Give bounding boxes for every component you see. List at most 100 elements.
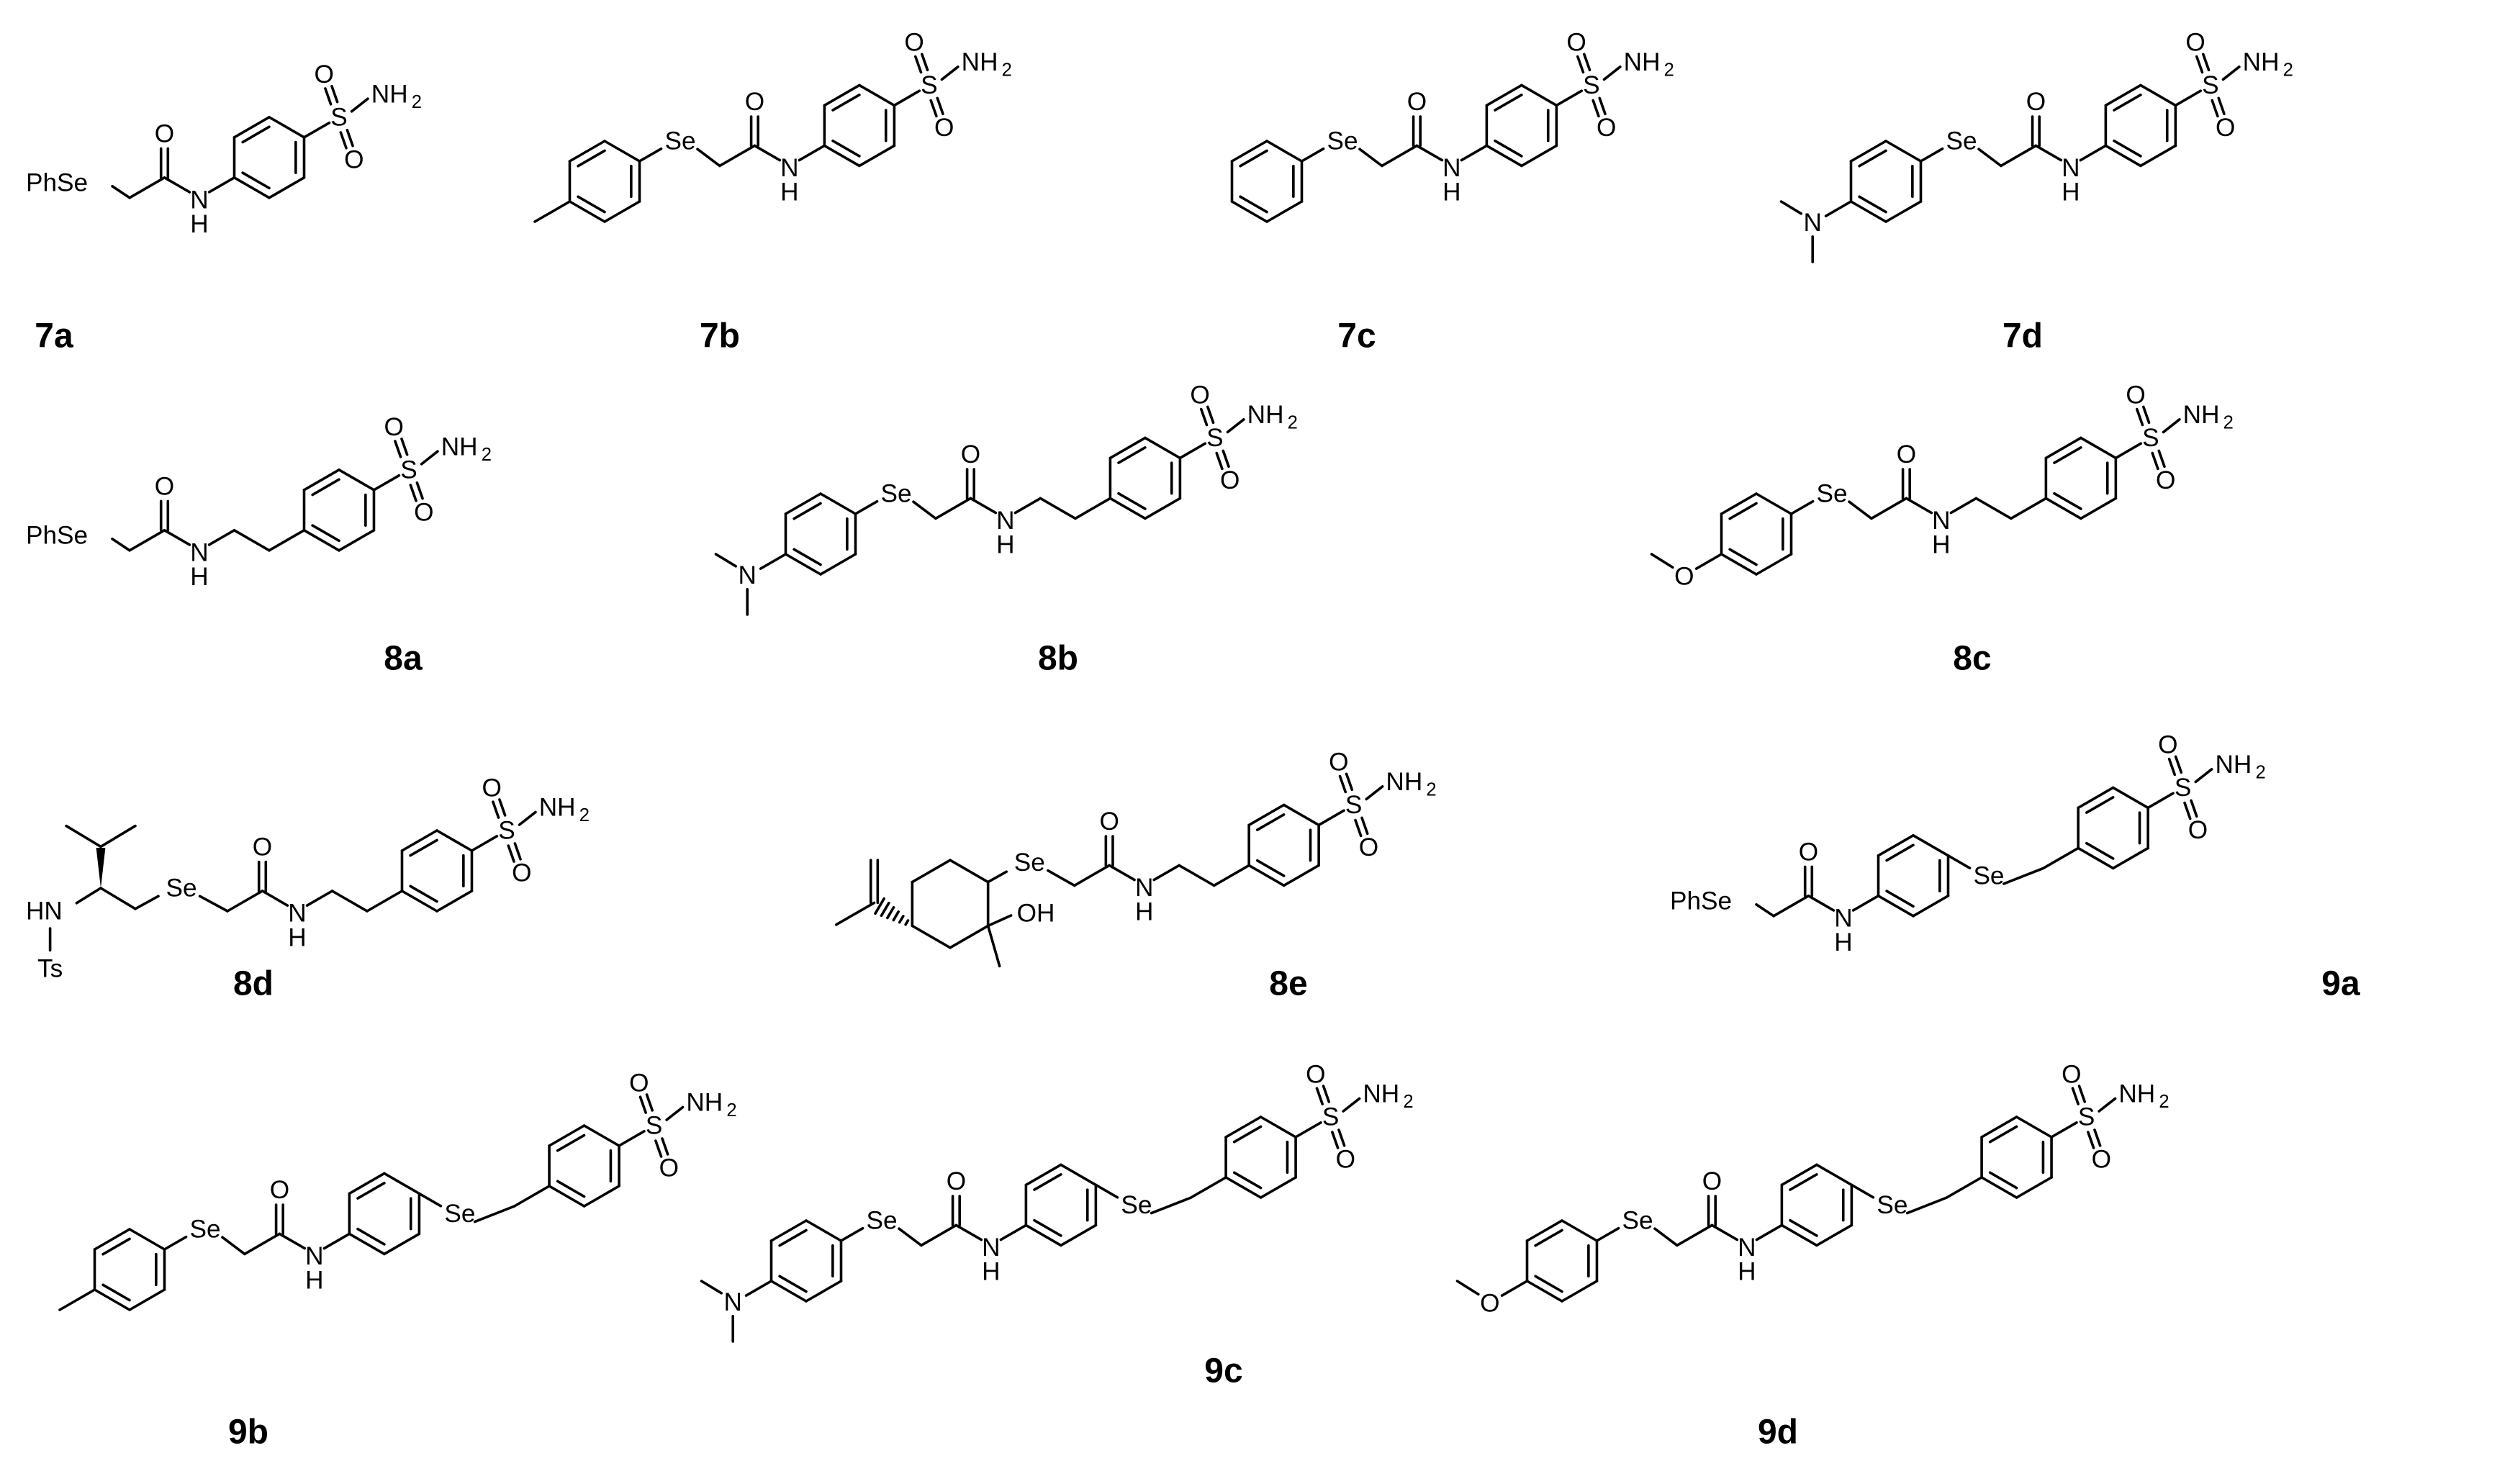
ring-double-bond (1858, 195, 1887, 214)
ring-bond (348, 1232, 386, 1256)
ring-double-bond (2053, 492, 2082, 510)
bond (302, 121, 331, 139)
sulfonyl-double-bond (2183, 801, 2192, 820)
sulfur-atom: S (2175, 774, 2191, 802)
bond (2221, 65, 2241, 81)
ring-bond (1815, 1163, 1853, 1187)
sulfur-atom: S (646, 1112, 662, 1140)
amine-nh: NH (371, 80, 408, 108)
bond (1074, 497, 1112, 520)
carbonyl-oxygen: O (1799, 838, 1818, 867)
ring-bond (268, 116, 306, 139)
amide-hydrogen: H (190, 563, 208, 591)
ring-bond (1884, 200, 1923, 223)
bond (1094, 1183, 1119, 1199)
amine-nh: NH (1247, 401, 1284, 429)
bond (99, 887, 137, 910)
ring-bond (1912, 834, 1950, 857)
sulfonyl-double-bond (2211, 99, 2219, 118)
ring-double-bond (2113, 94, 2142, 112)
benzene-ring (232, 116, 306, 199)
bond (1653, 1227, 1679, 1247)
bond (934, 497, 972, 520)
compound-label-8a: 8a (384, 640, 423, 678)
selenium-atom: Se (189, 1216, 220, 1244)
bond (1226, 418, 1245, 434)
ring-bond (1720, 553, 1758, 576)
dimethylamino-nitrogen: N (1803, 209, 1821, 237)
ring-double-bond (577, 149, 606, 168)
bond (278, 1232, 307, 1250)
amine-nh: NH (539, 794, 576, 822)
oxygen-atom: O (2126, 381, 2145, 410)
bond (718, 144, 757, 168)
ring-bond (2104, 144, 2142, 168)
sulfonyl-double-bond (2202, 53, 2211, 72)
amide-hydrogen: H (982, 1258, 1000, 1286)
aryl-ring (93, 1228, 166, 1311)
sulfonyl-double-bond (2151, 451, 2159, 471)
bond (1974, 497, 2013, 520)
bond (1047, 869, 1076, 887)
compound-label-8c: 8c (1953, 640, 1991, 678)
oxygen-atom: O (2158, 731, 2177, 759)
ring-bond (784, 553, 822, 576)
sulfonyl-double-bond (339, 131, 348, 150)
ring-bond (1561, 1219, 1599, 1242)
ring-bond (784, 492, 822, 515)
amide-hydrogen: H (1834, 928, 1852, 956)
subscript-2: 2 (2255, 763, 2265, 783)
compound-label-9c: 9c (1204, 1352, 1242, 1390)
bond (221, 1236, 246, 1256)
sulfonyl-double-bond (2190, 799, 2198, 818)
bond (1755, 1223, 1784, 1241)
bond (2050, 1121, 2078, 1139)
ring-bond (823, 144, 861, 168)
ring-double-bond (1988, 1125, 2018, 1144)
bond (1317, 809, 1345, 827)
bond (128, 529, 166, 552)
bond (1342, 1097, 1361, 1113)
ring-double-bond (241, 171, 271, 190)
bond (1365, 785, 1384, 801)
subscript-2: 2 (1664, 60, 1674, 81)
sulfur-atom: S (1322, 1103, 1339, 1131)
cyclohexane-ring (911, 859, 990, 949)
ring-bond (383, 1172, 421, 1195)
bond (2010, 497, 2048, 520)
sulfur-atom: S (2202, 71, 2218, 99)
sulfonyl-double-bond (1199, 407, 1209, 427)
ring-bond (232, 176, 271, 199)
ring-bond (400, 829, 438, 852)
sulfonyl-double-bond (645, 1093, 654, 1112)
ring-bond (2111, 846, 2149, 870)
methyl-bond (1779, 200, 1803, 215)
amide-hydrogen: H (1135, 898, 1153, 926)
sulfonyl-double-bond (2217, 96, 2226, 116)
bond (134, 895, 160, 910)
selenium-atom: Se (1877, 1191, 1907, 1219)
ring-double-bond (2085, 796, 2115, 814)
oxygen-atom: O (1359, 833, 1378, 861)
ring-bond (1060, 1223, 1098, 1247)
bond (618, 1130, 646, 1147)
aryl-ring (1525, 1219, 1599, 1303)
amide-nitrogen: N (996, 507, 1014, 535)
ring-bond (911, 924, 952, 949)
ring-double-bond (778, 1229, 808, 1247)
ring-bond (1259, 1176, 1297, 1199)
sulfonyl-double-bond (2071, 1087, 2080, 1105)
bond (518, 810, 537, 826)
ring-bond (1525, 1280, 1563, 1303)
ring-double-bond (2113, 139, 2142, 158)
bond (1945, 1176, 1983, 1199)
compound-label-9b: 9b (228, 1413, 268, 1452)
ring-bond (1755, 553, 1793, 576)
hashed-bond (904, 919, 910, 926)
